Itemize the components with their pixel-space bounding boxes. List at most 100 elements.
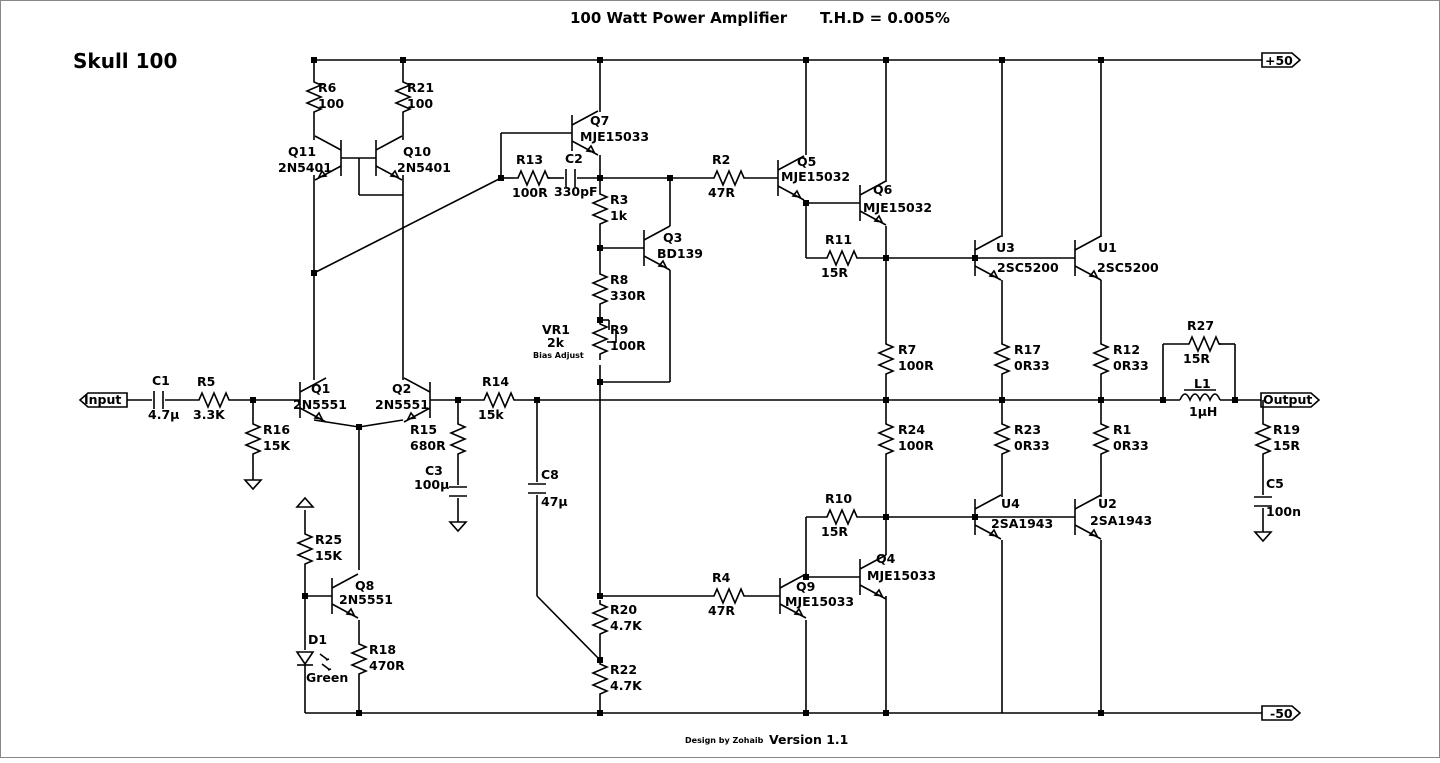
transistor-ref: Q8 <box>355 578 374 593</box>
capacitor-value: 47µ <box>541 494 568 509</box>
resistor-ref: R11 <box>825 232 852 247</box>
inductor-l1: L1 1µH <box>1179 376 1221 419</box>
resistor-value: 1k <box>610 208 628 223</box>
junction-dot <box>883 514 889 520</box>
wiring <box>127 60 1264 713</box>
transistor-part: 2SC5200 <box>997 260 1059 275</box>
capacitor-ref: C8 <box>541 467 559 482</box>
junction-dot <box>311 270 317 276</box>
junction-dot <box>597 710 603 716</box>
transistor-ref: Q1 <box>311 381 330 396</box>
resistor-value: 0R33 <box>1014 358 1050 373</box>
junction-dot <box>498 175 504 181</box>
resistor-value: 15R <box>821 265 848 280</box>
junction-dot <box>356 710 362 716</box>
junction-dot <box>803 200 809 206</box>
capacitor-ref: C1 <box>152 373 170 388</box>
transistor-ref: U4 <box>1001 496 1020 511</box>
junction-dot <box>883 255 889 261</box>
junction-dot <box>400 57 406 63</box>
capacitor-ref: C5 <box>1266 476 1284 491</box>
junction-dot <box>534 397 540 403</box>
resistor-ref: R10 <box>825 491 852 506</box>
junction-dot <box>667 175 673 181</box>
transistor-part: 2N5401 <box>278 160 332 175</box>
resistor-r5: R53.3K <box>193 374 231 422</box>
resistor-value: 0R33 <box>1014 438 1050 453</box>
resistor-ref: R25 <box>315 532 342 547</box>
resistor-ref: R3 <box>610 192 628 207</box>
resistor-value: 15R <box>821 524 848 539</box>
page-title: 100 Watt Power Amplifier <box>570 9 788 27</box>
transistor-ref: Q10 <box>403 144 431 159</box>
thd-label: T.H.D = 0.005% <box>820 9 950 27</box>
junction-dot <box>883 397 889 403</box>
resistor-value: 4.7K <box>610 678 643 693</box>
output-port: Output <box>1260 392 1321 408</box>
resistor-value: 15k <box>478 407 504 422</box>
junction-dot <box>1232 397 1238 403</box>
output-port-label: Output <box>1263 392 1312 407</box>
resistor-value: 100R <box>512 185 548 200</box>
resistor-ref: R23 <box>1014 422 1041 437</box>
junction-dot <box>597 245 603 251</box>
resistor-value: 100R <box>610 338 646 353</box>
designer-credit: Design by Zohaib <box>685 736 764 745</box>
capacitor-c8: C8 47µ <box>528 467 568 509</box>
resistor-r10: R10 15R <box>821 491 859 539</box>
transistor-ref: Q9 <box>796 579 815 594</box>
capacitor-value: 100n <box>1266 504 1301 519</box>
transistor-part: 2SA1943 <box>1090 513 1152 528</box>
resistor-r14: R14 15k <box>478 374 516 422</box>
resistor-ref: R1 <box>1113 422 1131 437</box>
transistor-part: BD139 <box>657 246 703 261</box>
l1-ref: L1 <box>1194 376 1211 391</box>
l1-value: 1µH <box>1189 404 1217 419</box>
resistor-value: 100R <box>898 358 934 373</box>
junction-dot <box>311 57 317 63</box>
transistor-part: MJE15032 <box>863 200 932 215</box>
resistor-ref: R14 <box>482 374 509 389</box>
junction-dot <box>999 57 1005 63</box>
positive-rail-label: +50 <box>1265 53 1293 68</box>
transistor-part: 2SC5200 <box>1097 260 1159 275</box>
transistor-ref: Q11 <box>288 144 316 159</box>
transistor-part: 2N5551 <box>339 592 393 607</box>
junction-dot <box>1098 710 1104 716</box>
resistor-ref: R7 <box>898 342 916 357</box>
capacitor-ref: C2 <box>565 151 583 166</box>
resistor-value: 15R <box>1183 351 1210 366</box>
negative-rail-label: -50 <box>1270 706 1293 721</box>
transistors: Q112N5401Q102N5401Q7MJE15033Q5MJE15032Q6… <box>278 110 1159 619</box>
resistor-ref: R19 <box>1273 422 1300 437</box>
resistor-ref: R8 <box>610 272 628 287</box>
resistor-ref: R22 <box>610 662 637 677</box>
transistor-ref: Q3 <box>663 230 682 245</box>
resistor-ref: R12 <box>1113 342 1140 357</box>
resistor-value: 680R <box>410 438 446 453</box>
capacitor-c5: C5 100n <box>1254 476 1301 519</box>
ground-symbols <box>243 479 1273 543</box>
resistor-ref: R9 <box>610 322 628 337</box>
junction-dot <box>883 710 889 716</box>
junction-dot <box>597 175 603 181</box>
